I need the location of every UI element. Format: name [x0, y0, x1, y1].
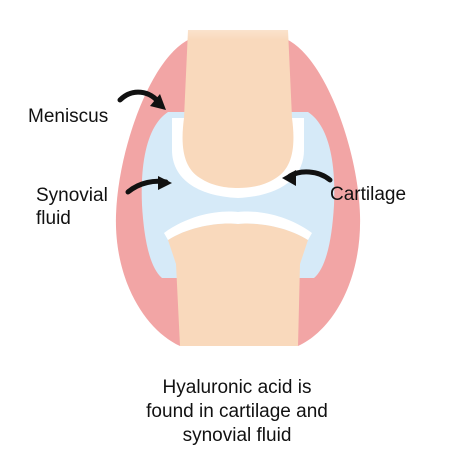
cartilage-arrow — [282, 169, 333, 186]
femur-top-fade — [150, 0, 326, 40]
upper-bone — [182, 30, 294, 188]
meniscus-arrow — [117, 89, 166, 110]
caption-line3: synovial fluid — [183, 425, 292, 446]
caption-line1: Hyaluronic acid is — [163, 377, 312, 398]
label-synovial-line1: Synovial — [36, 185, 108, 206]
synovial-arrow — [125, 176, 172, 195]
lower-cartilage — [164, 211, 312, 240]
caption-line2: found in cartilage and — [146, 401, 328, 422]
label-meniscus: Meniscus — [28, 106, 108, 127]
label-synovial-line2: fluid — [36, 208, 71, 229]
lower-bone — [168, 223, 308, 346]
label-cartilage: Cartilage — [330, 184, 406, 205]
